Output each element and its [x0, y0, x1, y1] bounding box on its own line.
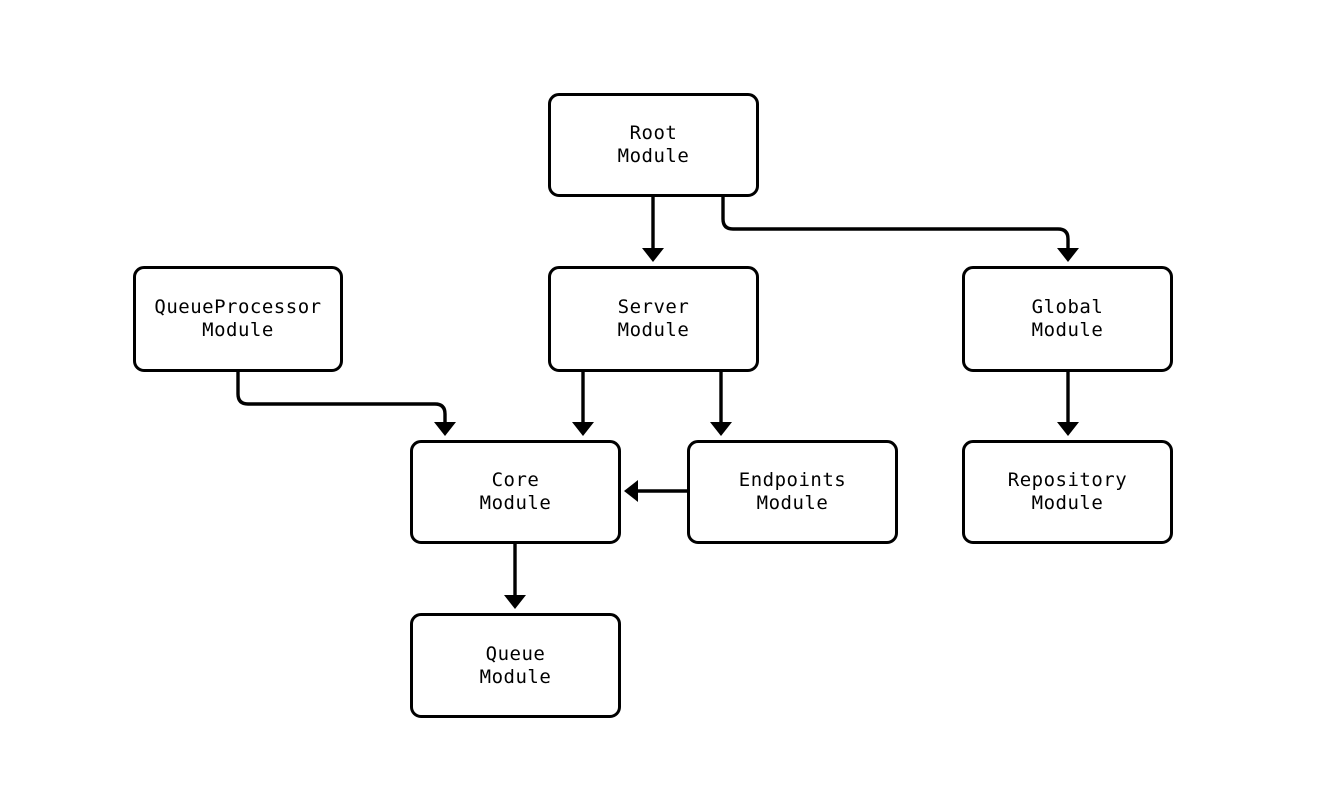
edge-root-to-global — [721, 197, 1070, 255]
node-repository-module-line1: Repository — [1007, 469, 1128, 491]
node-global-module-line1: Global — [1031, 296, 1104, 318]
node-global-module[interactable]: Global Module — [962, 266, 1173, 372]
arrowhead-core-to-queue — [504, 595, 526, 609]
arrowhead-root-to-global — [1057, 248, 1079, 262]
node-endpoints-module-line1: Endpoints — [738, 469, 847, 491]
arrowhead-queueprocessor-to-core — [434, 422, 456, 436]
node-core-module[interactable]: Core Module — [410, 440, 621, 544]
node-core-module-line1: Core — [491, 469, 540, 491]
node-endpoints-module[interactable]: Endpoints Module — [687, 440, 898, 544]
node-queueprocessor-module-line2: Module — [202, 319, 274, 341]
node-root-module[interactable]: Root Module — [548, 93, 759, 197]
node-repository-module[interactable]: Repository Module — [962, 440, 1173, 544]
node-server-module-line1: Server — [617, 296, 690, 318]
node-queueprocessor-module[interactable]: QueueProcessor Module — [133, 266, 343, 372]
node-server-module-line2: Module — [617, 319, 690, 341]
node-repository-module-line2: Module — [1031, 492, 1104, 514]
arrowhead-root-to-server — [642, 248, 664, 262]
node-core-module-line2: Module — [479, 492, 552, 514]
node-root-module-line1: Root — [629, 122, 678, 144]
node-root-module-line2: Module — [617, 145, 690, 167]
arrowhead-server-to-endpoints — [710, 422, 732, 436]
arrowhead-endpoints-to-core — [624, 480, 638, 502]
node-server-module[interactable]: Server Module — [548, 266, 759, 372]
node-queue-module-line1: Queue — [485, 642, 546, 665]
node-global-module-line2: Module — [1031, 319, 1104, 341]
node-queue-module-line2: Module — [479, 665, 552, 688]
node-endpoints-module-line2: Module — [756, 492, 829, 514]
arrowhead-server-to-core — [572, 422, 594, 436]
edge-queueprocessor-to-core — [236, 372, 447, 429]
node-queue-module[interactable]: Queue Module — [410, 613, 621, 718]
arrowhead-global-to-repository — [1057, 422, 1079, 436]
node-queueprocessor-module-line1: QueueProcessor — [154, 296, 322, 318]
